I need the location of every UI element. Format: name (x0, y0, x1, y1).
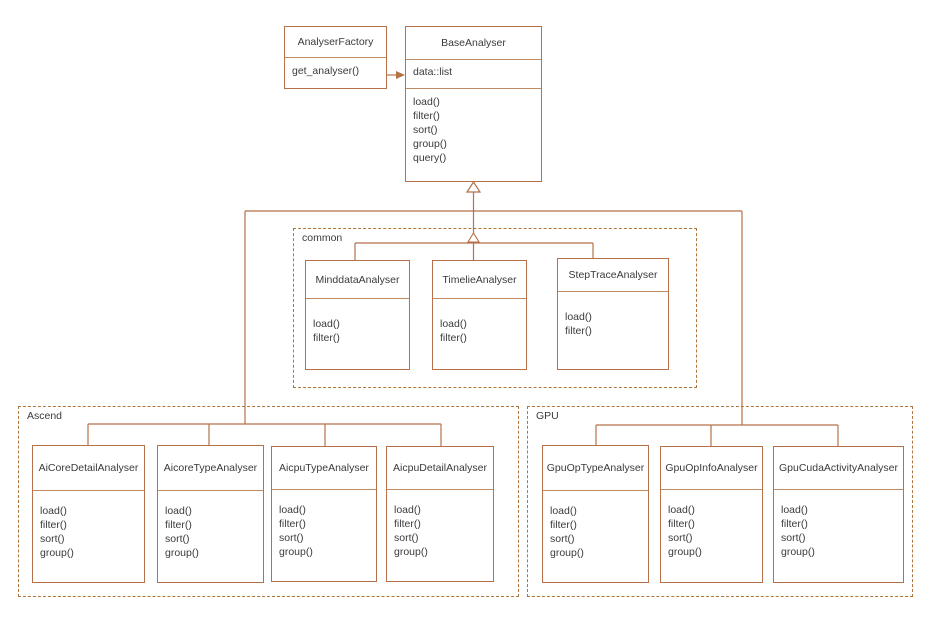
class-box-gpu-cuda-activity-analyser[interactable]: GpuCudaActivityAnalyser load() filter() … (773, 446, 904, 583)
package-label-ascend: Ascend (25, 410, 65, 423)
class-name-timelie-analyser: TimelieAnalyser (442, 273, 517, 286)
class-separator (158, 490, 263, 491)
class-box-aicpu-type-analyser[interactable]: AicpuTypeAnalyser load() filter() sort()… (271, 446, 377, 582)
class-name-aicpu-detail-analyser: AicpuDetailAnalyser (393, 462, 487, 474)
class-name-gpu-cuda-activity-analyser: GpuCudaActivityAnalyser (778, 462, 899, 474)
class-box-analyser-factory[interactable]: AnalyserFactory get_analyser() (284, 26, 387, 89)
class-box-minddata-analyser[interactable]: MinddataAnalyser load() filter() (305, 260, 410, 370)
class-box-base-analyser[interactable]: BaseAnalyser data::list load() filter() … (405, 26, 542, 182)
class-separator (406, 59, 541, 60)
class-box-timelie-analyser[interactable]: TimelieAnalyser load() filter() (432, 260, 527, 370)
class-operations-step-trace-analyser: load() filter() (565, 311, 592, 337)
hollow-triangle-base-analyser (465, 180, 482, 193)
package-label-gpu: GPU (534, 410, 561, 423)
class-operations-minddata-analyser: load() filter() (313, 318, 340, 344)
package-label-common: common (300, 232, 345, 245)
class-name-base-analyser: BaseAnalyser (441, 37, 506, 49)
class-separator (33, 490, 144, 491)
class-separator (661, 489, 762, 490)
class-operations-aicpu-type-analyser: load() filter() sort() group() (279, 504, 313, 558)
class-name-gpu-op-type-analyser: GpuOpTypeAnalyser (546, 462, 645, 474)
class-box-gpu-op-info-analyser[interactable]: GpuOpInfoAnalyser load() filter() sort()… (660, 446, 763, 583)
class-separator (558, 291, 668, 292)
class-box-aicore-detail-analyser[interactable]: AiCoreDetailAnalyser load() filter() sor… (32, 445, 145, 583)
class-separator (406, 88, 541, 89)
class-separator (543, 490, 648, 491)
class-separator (387, 489, 493, 490)
class-name-step-trace-analyser: StepTraceAnalyser (568, 269, 658, 281)
class-operations-aicpu-detail-analyser: load() filter() sort() group() (394, 504, 428, 558)
class-name-gpu-op-info-analyser: GpuOpInfoAnalyser (665, 462, 758, 474)
class-separator (774, 489, 903, 490)
class-name-minddata-analyser: MinddataAnalyser (315, 273, 400, 286)
class-separator (272, 489, 376, 490)
class-box-gpu-op-type-analyser[interactable]: GpuOpTypeAnalyser load() filter() sort()… (542, 445, 649, 583)
class-box-aicpu-detail-analyser[interactable]: AicpuDetailAnalyser load() filter() sort… (386, 446, 494, 582)
package-common: common (293, 228, 697, 388)
class-separator (433, 298, 526, 299)
class-operations-base-analyser: load() filter() sort() group() query() (413, 96, 447, 164)
class-operations-analyser-factory: get_analyser() (292, 65, 360, 77)
class-operations-timelie-analyser: load() filter() (440, 318, 467, 344)
class-separator (285, 57, 386, 58)
class-name-analyser-factory: AnalyserFactory (297, 36, 374, 48)
class-name-aicpu-type-analyser: AicpuTypeAnalyser (279, 462, 369, 474)
package-gpu: GPU (527, 406, 913, 597)
class-operations-aicore-type-analyser: load() filter() sort() group() (165, 505, 199, 559)
class-box-aicore-type-analyser[interactable]: AicoreTypeAnalyser load() filter() sort(… (157, 445, 264, 583)
class-operations-gpu-cuda-activity-analyser: load() filter() sort() group() (781, 504, 815, 558)
class-box-step-trace-analyser[interactable]: StepTraceAnalyser load() filter() (557, 258, 669, 370)
filled-arrow-head (396, 71, 405, 79)
class-name-aicore-detail-analyser: AiCoreDetailAnalyser (38, 462, 139, 474)
class-operations-gpu-op-info-analyser: load() filter() sort() group() (668, 504, 702, 558)
class-attributes-base-analyser: data::list (413, 66, 453, 78)
class-operations-aicore-detail-analyser: load() filter() sort() group() (40, 505, 74, 559)
package-ascend: Ascend (18, 406, 519, 597)
class-separator (306, 298, 409, 299)
class-name-aicore-type-analyser: AicoreTypeAnalyser (163, 462, 258, 474)
class-operations-gpu-op-type-analyser: load() filter() sort() group() (550, 505, 584, 559)
